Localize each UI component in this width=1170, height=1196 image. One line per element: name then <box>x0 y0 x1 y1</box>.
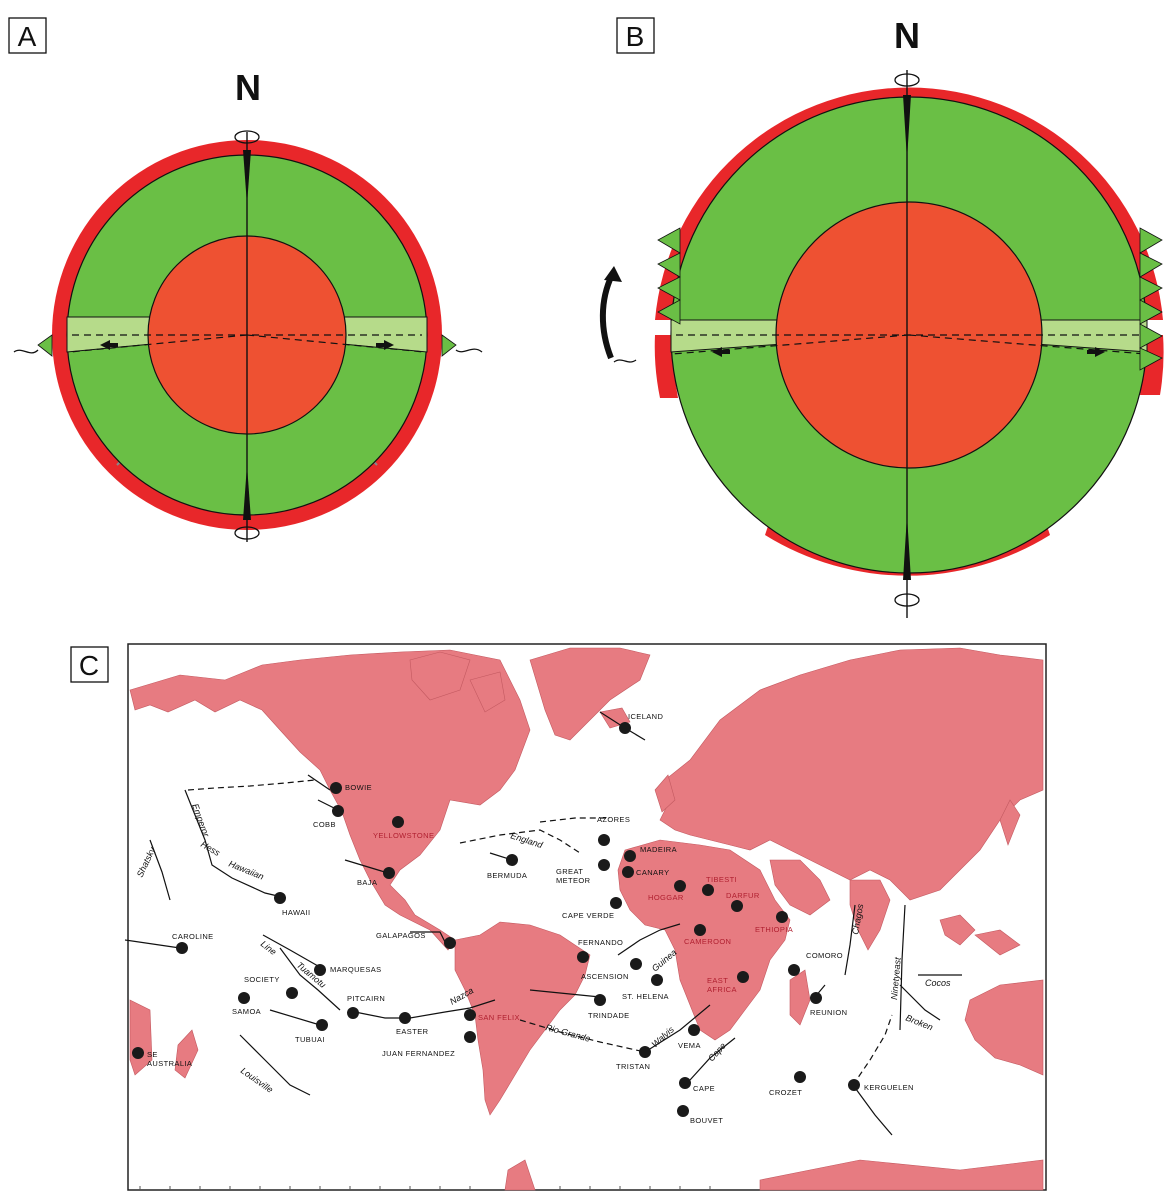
label-hoggar: HOGGAR <box>648 893 684 902</box>
label-kerguelen: KERGUELEN <box>864 1083 914 1092</box>
hotspot-tracks <box>124 711 962 1136</box>
label-ascension: ASCENSION <box>581 972 629 981</box>
panel-a-letter: A <box>18 21 37 52</box>
label-azores: AZORES <box>597 815 630 824</box>
label-cameroon: CAMEROON <box>684 937 731 946</box>
label-reunion: REUNION <box>810 1008 847 1017</box>
hotspot-dots <box>132 722 860 1117</box>
label-bermuda: BERMUDA <box>487 871 527 880</box>
eurasia <box>659 647 1044 901</box>
label-easter: EASTER <box>396 1027 429 1036</box>
panel-c: C <box>70 643 1047 1191</box>
hotspot-labels: ICELAND BOWIE COBB YELLOWSTONE AZORES MA… <box>147 712 914 1125</box>
panel-b-letter: B <box>626 21 645 52</box>
label-yellowstone: YELLOWSTONE <box>373 831 434 840</box>
panel-b-label-box <box>616 17 655 54</box>
label-st-helena: ST. HELENA <box>622 992 669 1001</box>
label-pitcairn: PITCAIRN <box>347 994 385 1003</box>
panel-a-right-arrow <box>384 340 394 350</box>
label-canary: CANARY <box>636 868 670 877</box>
panel-b: B N <box>599 15 1164 618</box>
label-bouvet: BOUVET <box>690 1116 723 1125</box>
label-cape-verde: CAPE VERDE <box>562 911 614 920</box>
label-iceland: ICELAND <box>628 712 663 721</box>
panel-a-left-arrow <box>100 340 110 350</box>
label-trindade: TRINDADE <box>588 1011 630 1020</box>
panel-b-north-label: N <box>894 15 920 56</box>
label-madeira: MADEIRA <box>640 845 677 854</box>
label-tibesti: TIBESTI <box>706 875 737 884</box>
landmasses <box>129 647 1044 1191</box>
label-tristan: TRISTAN <box>616 1062 650 1071</box>
panel-a-north-label: N <box>235 67 261 108</box>
label-san-felix: SAN FELIX <box>478 1013 520 1022</box>
panel-a: A N <box>8 17 483 542</box>
label-cobb: COBB <box>313 820 336 829</box>
track-cocos: Cocos <box>925 978 951 988</box>
africa <box>617 839 791 1041</box>
label-vema: VEMA <box>678 1041 701 1050</box>
label-juan-fernandez: JUAN FERNANDEZ <box>382 1049 455 1058</box>
label-marquesas: MARQUESAS <box>330 965 382 974</box>
label-darfur: DARFUR <box>726 891 760 900</box>
label-galapagos: GALAPAGOS <box>376 931 426 940</box>
label-tubuai: TUBUAI <box>295 1035 325 1044</box>
label-baja: BAJA <box>357 878 377 887</box>
south-america <box>454 921 591 1116</box>
map-bottom-ticks <box>139 1186 711 1190</box>
greenland <box>529 647 651 741</box>
panel-b-rotation-arrow <box>599 273 615 360</box>
label-hawaii: HAWAII <box>282 908 311 917</box>
label-cape: CAPE <box>693 1084 715 1093</box>
track-ninetyeast: Ninetyeast <box>889 956 903 1000</box>
label-comoro: COMORO <box>806 951 843 960</box>
label-bowie: BOWIE <box>345 783 372 792</box>
label-crozet: CROZET <box>769 1088 802 1097</box>
panel-c-letter: C <box>79 650 99 681</box>
north-america <box>129 649 531 951</box>
label-society: SOCIETY <box>244 975 280 984</box>
label-samoa: SAMOA <box>232 1007 261 1016</box>
label-caroline: CAROLINE <box>172 932 214 941</box>
panel-a-label-box <box>8 17 47 54</box>
panel-c-label-box <box>70 646 109 683</box>
label-fernando: FERNANDO <box>578 938 623 947</box>
australia <box>964 979 1044 1076</box>
label-ethiopia: ETHIOPIA <box>755 925 793 934</box>
